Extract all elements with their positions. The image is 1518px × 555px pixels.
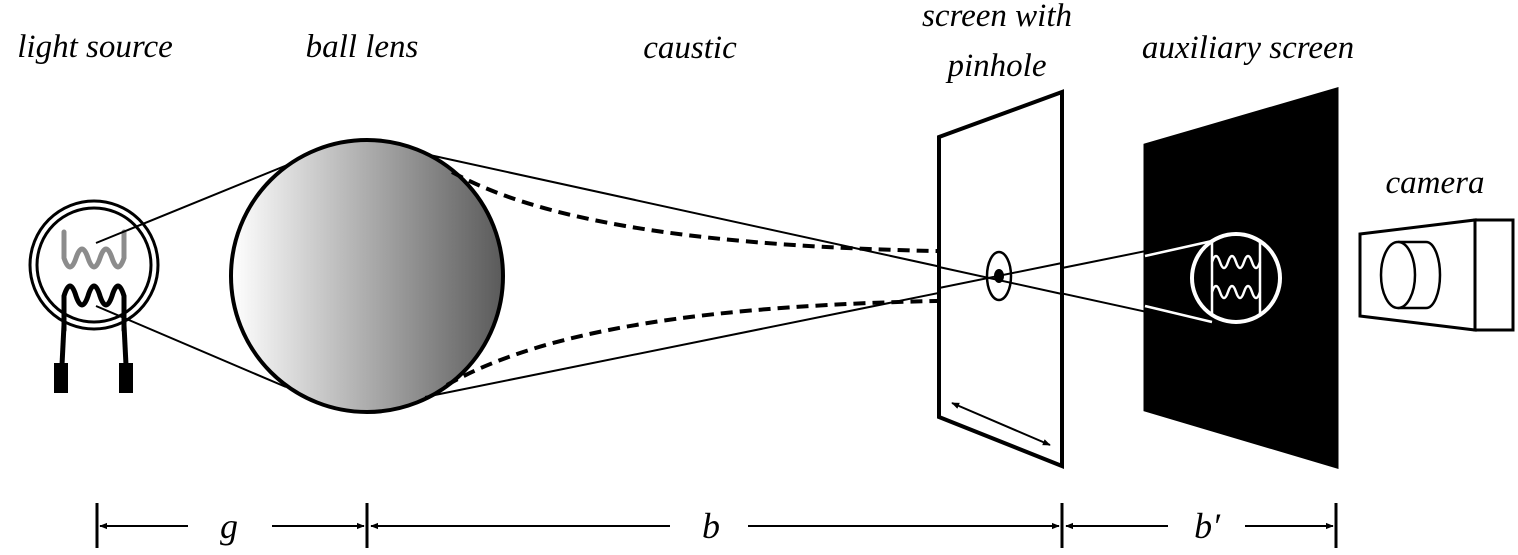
ray-lens-top-to-image	[424, 153, 1221, 329]
dimension-lines: g b b′	[95, 503, 1338, 548]
black-filament-icon	[61, 283, 127, 333]
ball-lens-label: ball lens	[306, 29, 419, 65]
screen-with-pinhole-label-line1: screen with	[922, 0, 1072, 34]
ray-on-aux-lower	[1144, 304, 1213, 324]
lead-wire-right	[121, 324, 129, 366]
lead-wire-left	[59, 324, 67, 366]
camera-lens-barrel	[1398, 240, 1442, 310]
screen-with-pinhole-label-line2: pinhole	[946, 48, 1047, 84]
image-filament-lower-icon	[1210, 284, 1262, 300]
dim-g-label: g	[220, 506, 238, 546]
auxiliary-screen-label: auxiliary screen	[1142, 30, 1354, 66]
camera-label: camera	[1386, 165, 1485, 201]
dim-b-label: b	[702, 506, 720, 546]
camera	[1358, 218, 1515, 332]
auxiliary-screen	[1143, 87, 1339, 470]
light-source	[28, 199, 160, 393]
ball-lens	[229, 138, 505, 414]
image-filament-upper-icon	[1210, 254, 1262, 270]
ray-on-aux-upper	[1144, 239, 1213, 258]
caustic-upper-curve	[451, 170, 1001, 254]
ray-through-pinhole-a	[938, 266, 1063, 295]
ray-source-to-lens-top	[95, 156, 308, 244]
ray-through-pinhole-b	[938, 262, 1063, 289]
terminal-left-icon	[54, 363, 68, 393]
terminal-right-icon	[119, 363, 133, 393]
filament-image-circle	[1190, 232, 1282, 324]
screen-with-pinhole	[937, 89, 1064, 469]
camera-lens-icon	[1379, 240, 1417, 310]
ray-source-to-lens-bottom	[95, 305, 287, 388]
caustic-label: caustic	[643, 30, 737, 66]
screen-movement-arrow	[951, 402, 1051, 446]
bulb-outer-ring	[28, 199, 160, 331]
gray-filament-icon	[61, 229, 127, 270]
camera-body-icon	[1473, 218, 1515, 332]
ray-lens-bottom-to-image	[424, 235, 1221, 398]
dim-bprime-label: b′	[1194, 506, 1221, 546]
light-source-label: light source	[17, 29, 173, 65]
camera-lens-housing	[1358, 218, 1477, 332]
caustic-lower-curve	[446, 298, 1001, 387]
